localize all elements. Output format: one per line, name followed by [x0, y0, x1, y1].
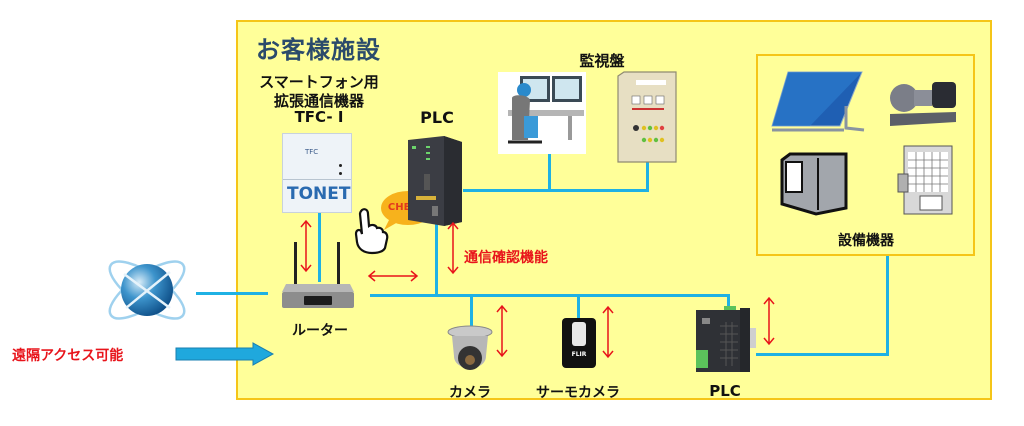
- control-panel-icon: [617, 71, 677, 163]
- facility-title: お客様施設: [256, 36, 381, 64]
- tfc-brand-small: TFC: [305, 148, 319, 156]
- cable-equip-drop: [886, 256, 889, 356]
- generator-icon: [780, 152, 848, 216]
- remote-access-label: 遠隔アクセス可能: [12, 348, 124, 364]
- pump-icon: [890, 82, 956, 126]
- tfc-divider: [283, 179, 351, 180]
- plc-bus-arrow-icon: [447, 221, 459, 275]
- cable-monitor-bus: [463, 189, 649, 192]
- router-device: [282, 242, 354, 308]
- tfc-router-arrow-icon: [300, 219, 312, 273]
- monitor-label: 監視盤: [579, 52, 625, 70]
- cable-plc2-equip-h: [756, 353, 889, 356]
- equipment-label: 設備機器: [838, 233, 894, 249]
- remote-access-arrow-icon: [175, 342, 275, 366]
- cable-plc2-drop: [727, 294, 730, 306]
- operator-console-icon: [498, 72, 586, 154]
- solar-panel-icon: [771, 71, 865, 132]
- camera-label: カメラ: [449, 385, 491, 401]
- cable-plc-vertical: [435, 222, 438, 296]
- tonet-logo: TONET: [287, 184, 351, 204]
- router-label: ルーター: [292, 323, 348, 339]
- comm-check-label: 通信確認機能: [464, 250, 548, 266]
- dome-camera-icon: [447, 325, 493, 370]
- tfc-label-line1: スマートフォン用: [259, 73, 379, 91]
- tfc-led-2: [339, 172, 342, 175]
- cable-internet-router: [196, 292, 268, 295]
- tfc-device: TFC TONET: [282, 133, 352, 213]
- plc-bottom-label: PLC: [709, 382, 741, 400]
- chiller-icon: [897, 145, 953, 215]
- plc-bottom-arrow-icon: [763, 296, 775, 346]
- plc-top-device: [408, 136, 462, 226]
- cable-thermo-drop: [577, 294, 580, 318]
- internet-globe-icon: [108, 260, 186, 320]
- tfc-led-1: [339, 164, 342, 167]
- cable-camera-drop: [470, 294, 473, 326]
- cable-panel-drop: [646, 162, 649, 191]
- cable-main-bus: [370, 294, 730, 297]
- tfc-label-line2: 拡張通信機器: [273, 92, 364, 110]
- thermo-camera-label: サーモカメラ: [536, 385, 620, 401]
- plc-top-label: PLC: [420, 108, 454, 127]
- plc-bottom-device: [696, 306, 756, 372]
- router-bus-arrow-icon: [367, 270, 419, 282]
- cable-monitor-drop: [548, 152, 551, 191]
- cable-tfc-router: [318, 212, 321, 282]
- camera-arrow-icon: [496, 304, 508, 358]
- thermo-camera-device: FLIR: [562, 318, 596, 368]
- tfc-label-line3: TFC- I: [294, 108, 344, 126]
- thermo-arrow-icon: [602, 305, 614, 359]
- thermo-camera-lens: [572, 322, 586, 346]
- pointing-hand-icon: [354, 208, 389, 255]
- flir-logo: FLIR: [571, 351, 587, 358]
